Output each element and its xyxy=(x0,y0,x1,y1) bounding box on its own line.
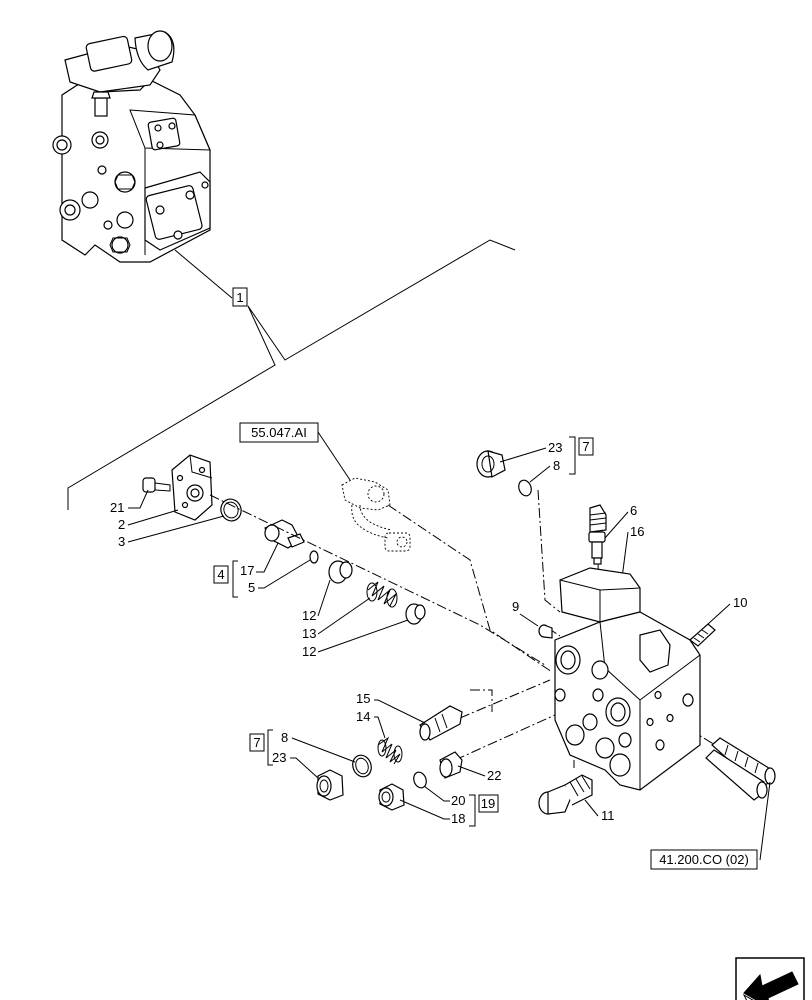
seat-12-upper xyxy=(328,560,353,584)
o-ring-3 xyxy=(220,498,242,522)
callout-6: 6 xyxy=(604,503,637,539)
callout-16: 16 xyxy=(621,524,644,579)
callout-3: 3 xyxy=(118,515,225,549)
svg-text:9: 9 xyxy=(512,599,519,614)
item-1-leaders xyxy=(67,239,516,510)
svg-text:7: 7 xyxy=(582,439,589,454)
callout-21: 21 xyxy=(110,489,149,515)
callout-22: 22 xyxy=(457,765,501,783)
callout-12a: 12 xyxy=(302,579,331,623)
callout-1: 1 xyxy=(232,287,248,307)
svg-text:18: 18 xyxy=(451,811,465,826)
callout-17: 17 xyxy=(240,542,279,578)
plug-23-lower xyxy=(316,769,344,801)
fitting-6 xyxy=(588,504,607,565)
svg-text:15: 15 xyxy=(356,691,370,706)
callout-12b: 12 xyxy=(302,619,409,659)
o-ring-20 xyxy=(413,771,427,789)
svg-text:6: 6 xyxy=(630,503,637,518)
pin-9 xyxy=(538,624,553,639)
svg-text:17: 17 xyxy=(240,563,254,578)
callout-7-upper: 7 xyxy=(569,436,594,475)
spring-14 xyxy=(377,736,403,765)
svg-text:23: 23 xyxy=(272,750,286,765)
connector-reference: 41.200.CO (02) xyxy=(650,781,771,870)
spring-13 xyxy=(366,581,398,608)
svg-text:1: 1 xyxy=(236,290,243,305)
callout-10: 10 xyxy=(707,595,747,625)
sensor-reference: 55.047.AI xyxy=(239,422,411,552)
svg-text:4: 4 xyxy=(217,567,224,582)
callout-9: 9 xyxy=(512,599,539,627)
svg-text:13: 13 xyxy=(302,626,316,641)
valve-block-16 xyxy=(554,567,701,791)
bolt-21 xyxy=(142,477,171,493)
callout-19-group: 19 xyxy=(469,794,499,827)
svg-text:2: 2 xyxy=(118,517,125,532)
spool-17 xyxy=(264,519,305,549)
plug-18 xyxy=(378,783,405,811)
callout-5: 5 xyxy=(248,559,311,595)
callout-2: 2 xyxy=(118,509,179,532)
svg-text:11: 11 xyxy=(601,808,615,823)
pump-assembly xyxy=(52,30,211,263)
svg-text:55.047.AI: 55.047.AI xyxy=(251,425,307,440)
svg-text:14: 14 xyxy=(356,709,370,724)
svg-text:8: 8 xyxy=(553,458,560,473)
seat-12-lower xyxy=(405,603,426,625)
callout-13: 13 xyxy=(302,597,371,641)
callout-4-group: 4 xyxy=(213,560,238,598)
svg-text:12: 12 xyxy=(302,608,316,623)
svg-text:5: 5 xyxy=(248,580,255,595)
callout-23b: 23 xyxy=(272,750,319,779)
callout-18: 18 xyxy=(399,799,465,826)
svg-text:23: 23 xyxy=(548,440,562,455)
svg-text:20: 20 xyxy=(451,793,465,808)
connector-pair xyxy=(705,737,776,801)
arrow-back-icon[interactable] xyxy=(735,957,805,1000)
callout-7-lower: 7 xyxy=(249,729,273,766)
valve-11 xyxy=(538,774,593,815)
o-ring-8-upper xyxy=(518,479,532,497)
part-22 xyxy=(439,751,463,779)
plug-23-upper xyxy=(476,450,506,478)
o-ring-8-lower xyxy=(352,754,372,778)
callout-15: 15 xyxy=(356,691,426,724)
ring-5 xyxy=(309,550,319,564)
callout-11: 11 xyxy=(584,799,615,823)
cartridge-15 xyxy=(419,705,463,741)
svg-text:7: 7 xyxy=(253,735,260,750)
callout-8b: 8 xyxy=(281,730,356,763)
svg-text:22: 22 xyxy=(487,768,501,783)
callout-8a: 8 xyxy=(529,458,560,483)
callout-23a: 23 xyxy=(499,440,562,463)
callout-14: 14 xyxy=(356,709,386,739)
flange-plate-2 xyxy=(171,454,213,521)
svg-text:12: 12 xyxy=(302,644,316,659)
svg-text:10: 10 xyxy=(733,595,747,610)
callout-20: 20 xyxy=(423,785,465,808)
svg-text:21: 21 xyxy=(110,500,124,515)
svg-text:41.200.CO (02): 41.200.CO (02) xyxy=(659,852,749,867)
svg-text:3: 3 xyxy=(118,534,125,549)
screw-10 xyxy=(689,623,716,647)
svg-text:16: 16 xyxy=(630,524,644,539)
svg-text:19: 19 xyxy=(481,796,495,811)
svg-text:8: 8 xyxy=(281,730,288,745)
